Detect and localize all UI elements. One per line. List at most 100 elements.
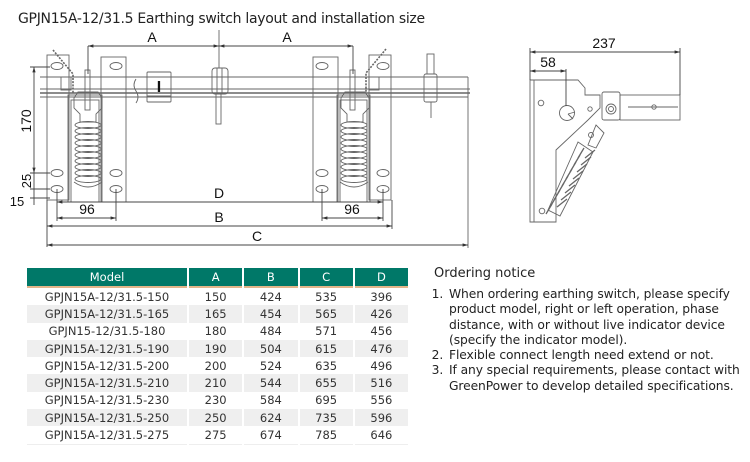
front-view: I A — [10, 29, 470, 248]
cell-c: 735 — [299, 409, 353, 427]
cell-c: 565 — [299, 305, 353, 323]
col-model: Model — [27, 268, 187, 288]
cell-model: GPJN15A-12/31.5-250 — [27, 409, 187, 427]
cell-c: 785 — [299, 426, 353, 445]
cell-model: GPJN15A-12/31.5-165 — [27, 305, 187, 323]
cell-b: 454 — [244, 305, 298, 323]
cell-c: 535 — [315, 289, 338, 304]
table-row: GPJN15A-12/31.5-150 150 424 535 396 — [27, 288, 408, 305]
cell-model: GPJN15A-12/31.5-230 — [44, 393, 170, 408]
cell-c: 571 — [315, 324, 338, 339]
model-dimension-table: Model A B C D GPJN15A-12/31.5-150 150 424 5… — [25, 268, 410, 445]
side-view: 237 58 — [529, 35, 681, 223]
dim-b-label: B — [214, 209, 223, 225]
col-a: A — [189, 268, 243, 288]
cell-d: 516 — [354, 374, 408, 392]
dim-b — [46, 200, 393, 247]
dim-96-left — [56, 189, 117, 221]
cell-d: 456 — [370, 324, 393, 339]
operating-handle — [414, 53, 446, 118]
dim-15 — [30, 189, 50, 205]
cell-model: GPJN15A-12/31.5-210 — [27, 374, 187, 392]
dim-15-label: 15 — [10, 194, 24, 209]
cell-d: 426 — [354, 305, 408, 323]
cell-model: GPJN15A-12/31.5-190 — [27, 339, 187, 358]
dim-96-right — [321, 189, 384, 221]
dim-170-label: 170 — [18, 109, 34, 133]
shaft-coupler — [211, 30, 229, 125]
cell-d: 476 — [354, 339, 408, 358]
col-b: B — [244, 268, 298, 288]
cell-a: 250 — [189, 409, 243, 427]
col-d: D — [354, 268, 408, 288]
cell-d: 646 — [354, 426, 408, 445]
dim-170 — [30, 66, 50, 174]
cell-b: 584 — [259, 393, 282, 408]
cell-b: 484 — [259, 324, 282, 339]
cell-b: 504 — [244, 339, 298, 358]
cell-a: 200 — [204, 358, 227, 373]
dim-237 — [529, 48, 681, 95]
table-row: GPJN15A-12/31.5-200 200 524 635 496 — [27, 357, 408, 374]
cell-c: 615 — [299, 339, 353, 358]
cell-a: 180 — [204, 324, 227, 339]
cell-a: 275 — [189, 426, 243, 445]
cell-b: 674 — [244, 426, 298, 445]
dim-d-label: D — [214, 185, 224, 201]
cell-b: 624 — [244, 409, 298, 427]
notice-item: When ordering earthing switch, please sp… — [447, 287, 744, 348]
notice-heading: Ordering notice — [434, 266, 536, 281]
dim-a-right-label: A — [282, 29, 292, 45]
cell-a: 190 — [189, 339, 243, 358]
dim-58-label: 58 — [540, 54, 556, 70]
page-title: GPJN15A-12/31.5 Earthing switch layout a… — [18, 11, 425, 27]
dim-25-label: 25 — [19, 174, 34, 188]
cell-c: 695 — [315, 393, 338, 408]
cell-b: 524 — [259, 358, 282, 373]
left-spring-coils — [73, 121, 103, 188]
cell-a: 210 — [189, 374, 243, 392]
left-spring-assembly — [52, 49, 103, 188]
dim-96-left-label: 96 — [79, 201, 95, 217]
indicator-block — [146, 71, 172, 103]
cell-model: GPJN15A-12/31.5-200 — [44, 358, 170, 373]
side-arm — [601, 91, 681, 121]
dim-c-label: C — [252, 228, 262, 244]
dim-a-right — [219, 44, 354, 74]
col-c: C — [299, 268, 353, 288]
right-spring-coils — [339, 121, 369, 188]
notice-item: If any special requirements, please cont… — [447, 363, 744, 394]
table-row: GPJN15A-12/31.5-230 230 584 695 556 — [27, 392, 408, 409]
side-spring — [545, 124, 605, 217]
ordering-notice: Ordering notice When ordering earthing s… — [434, 266, 744, 394]
cell-a: 230 — [204, 393, 227, 408]
cell-model: GPJN15A-12/31.5-275 — [27, 426, 187, 445]
cell-d: 496 — [370, 358, 393, 373]
dim-96-right-label: 96 — [344, 201, 360, 217]
dim-58 — [530, 69, 567, 106]
dim-a-left — [87, 44, 219, 74]
cell-a: 150 — [204, 289, 227, 304]
cell-c: 655 — [299, 374, 353, 392]
cell-model: GPJN15-12/31.5-180 — [48, 324, 166, 339]
cell-d: 396 — [370, 289, 393, 304]
cell-d: 556 — [370, 393, 393, 408]
cell-c: 635 — [315, 358, 338, 373]
cell-a: 165 — [189, 305, 243, 323]
table-header-row: Model A B C D — [27, 268, 408, 288]
cell-b: 424 — [259, 289, 282, 304]
table-row: GPJN15-12/31.5-180 180 484 571 456 — [27, 323, 408, 340]
cell-d: 596 — [354, 409, 408, 427]
dim-237-label: 237 — [592, 35, 616, 51]
side-bracket — [529, 79, 601, 223]
dim-25 — [30, 173, 50, 190]
notice-list: When ordering earthing switch, please sp… — [434, 287, 744, 394]
cell-b: 544 — [244, 374, 298, 392]
cell-model: GPJN15A-12/31.5-150 — [44, 289, 170, 304]
